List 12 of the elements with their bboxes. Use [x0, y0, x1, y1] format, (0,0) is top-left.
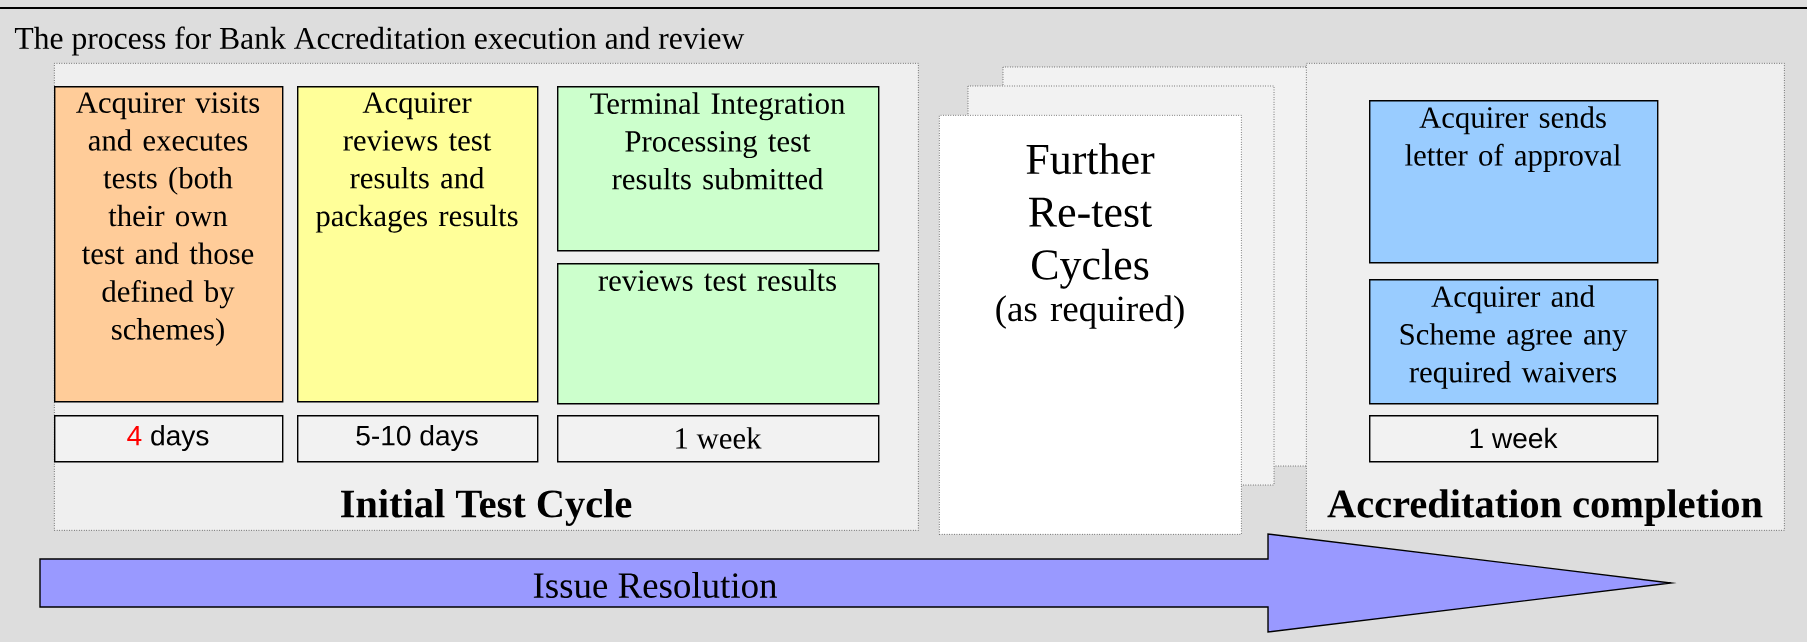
title: The process for Bank Accreditation execution and review [14, 26, 745, 56]
duration-box: 1 week [1369, 415, 1659, 463]
process-box: reviews test results [557, 263, 880, 405]
process-box: Terminal Integration Processing test results submitted [557, 86, 880, 252]
process-box: Acquirer sends letter of approval [1369, 100, 1659, 264]
duration-box: 4 days [54, 415, 284, 463]
process-box: Acquirer reviews test results and packages results [297, 86, 539, 403]
stacked-pages: Further Re-test Cycles (as required) [939, 66, 1310, 535]
duration-box: 1 week [557, 415, 880, 463]
process-box: Acquirer and Scheme agree any required waivers [1369, 279, 1659, 405]
process-box: Acquirer visits and executes tests (both their own test and those defined by schemes) [54, 86, 284, 403]
duration-box: 5-10 days [297, 415, 539, 463]
